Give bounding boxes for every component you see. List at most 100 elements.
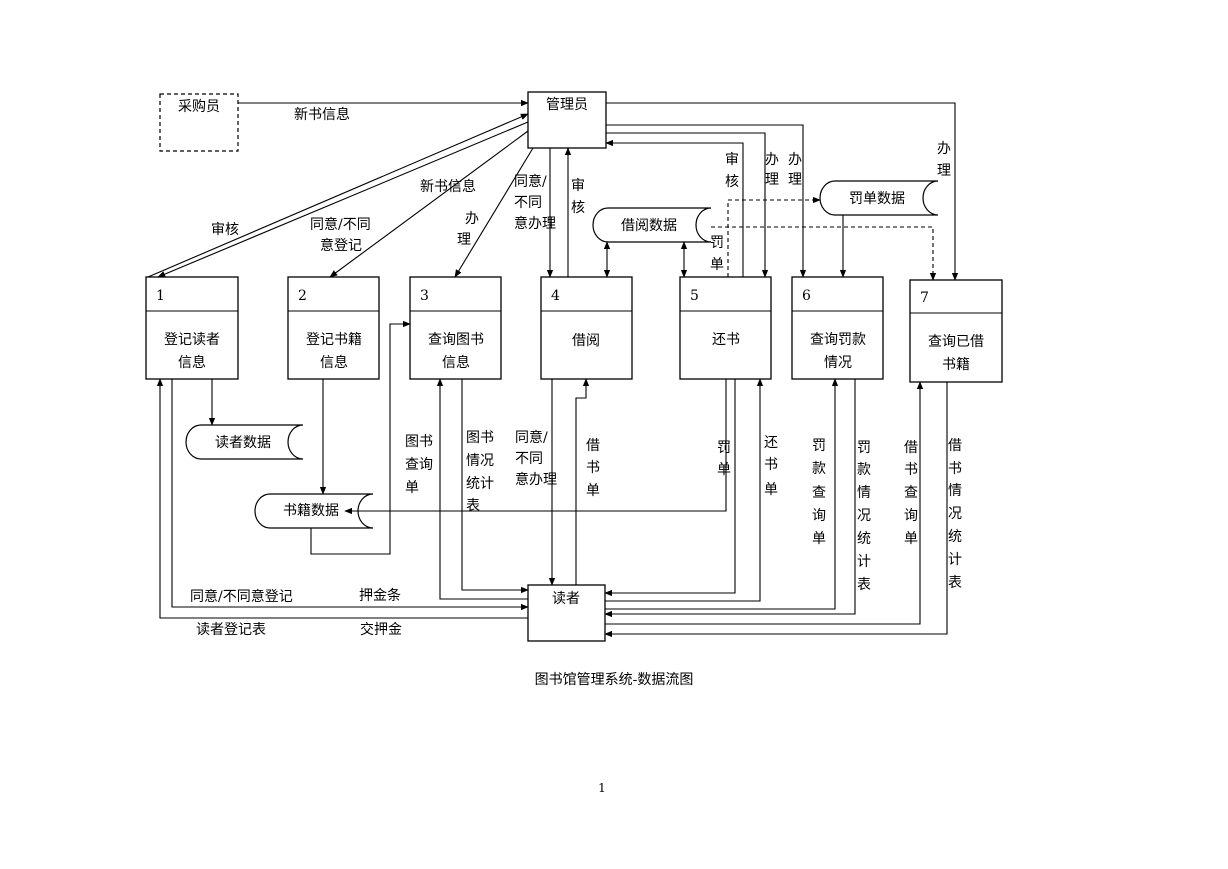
label-handle-p5-b: 理 (765, 172, 779, 188)
label-pay-deposit: 交押金 (360, 621, 402, 638)
label-borrow-form-c: 单 (586, 483, 600, 499)
label-borrow-stats-d: 况 (948, 506, 962, 522)
label-borrow-stats-f: 计 (948, 552, 962, 568)
borrow-data-label: 借阅数据 (621, 218, 677, 234)
label-fine-stats-c: 情 (857, 485, 871, 501)
purchaser-label: 采购员 (178, 99, 220, 115)
label-borrowed-query-b: 书 (904, 462, 918, 478)
process-1-number: 1 (156, 288, 165, 304)
process-5-number: 5 (690, 288, 699, 304)
label-return-form-c: 单 (764, 482, 778, 498)
label-borrow-stats-g: 表 (948, 575, 962, 591)
label-borrowed-query-a: 借 (904, 440, 918, 456)
label-agree-register-bottom: 同意/不同意登记 (190, 588, 293, 605)
flow-labels: 新书信息 新书信息 审核 同意/不同 意登记 办 理 同意/ 不同 意办理 审 … (190, 106, 962, 638)
label-fine-ticket-top-b: 单 (710, 257, 724, 273)
label-borrow-form-a: 借 (586, 438, 600, 454)
process-6-title-line2: 情况 (824, 355, 852, 371)
process-1: 1 登记读者 信息 (145, 276, 239, 380)
label-borrowed-query-d: 询 (904, 508, 918, 524)
manager-label: 管理员 (546, 97, 588, 113)
label-book-stats-line4: 表 (466, 498, 480, 514)
process-3-title-line2: 信息 (442, 354, 470, 371)
label-fine-stats-e: 统 (857, 531, 871, 547)
label-agree-handle-lower-line3: 意办理 (515, 471, 557, 488)
label-book-query-form-line1: 图书 (405, 434, 433, 450)
process-4-title-line1: 借阅 (572, 333, 600, 349)
process-7-title-line2: 书籍 (942, 356, 970, 373)
process-6-number: 6 (802, 288, 811, 304)
label-fine-ticket-lower-b: 单 (717, 462, 731, 478)
process-7: 7 查询已借 书籍 (909, 279, 1003, 383)
process-2-title-line2: 信息 (320, 354, 348, 371)
label-handle-p7-a: 办 (937, 141, 951, 157)
process-2-number: 2 (298, 288, 307, 304)
label-fine-stats-d: 况 (857, 508, 871, 524)
label-audit-p5-b: 核 (725, 174, 739, 190)
label-new-book-info-2: 新书信息 (420, 178, 476, 195)
label-handle-p3-a: 办 (465, 211, 479, 227)
label-fine-stats-f: 计 (857, 554, 871, 570)
label-agree-register-line2: 意登记 (320, 237, 362, 254)
flow-lines (147, 99, 959, 638)
reader-label: 读者 (552, 590, 580, 607)
label-agree-handle-p4-line2: 不同 (514, 195, 542, 211)
label-borrow-stats-e: 统 (948, 529, 962, 545)
label-borrow-stats-c: 情 (948, 483, 962, 499)
process-5-title-line1: 还书 (712, 332, 740, 348)
diagram-caption: 图书馆管理系统-数据流图 (535, 672, 694, 688)
label-fine-query-a: 罚 (812, 438, 826, 454)
label-agree-handle-p4-line1: 同意/ (514, 173, 547, 190)
label-agree-handle-p4-line3: 意办理 (514, 215, 556, 232)
book-data-store: 书籍数据 (254, 493, 374, 529)
label-reader-register-form: 读者登记表 (196, 621, 266, 638)
process-1-title-line2: 信息 (178, 354, 206, 371)
process-2-title-line1: 登记书籍 (306, 331, 362, 348)
label-return-form-b: 书 (764, 457, 778, 473)
label-handle-p7-b: 理 (937, 163, 951, 179)
borrow-data-store: 借阅数据 (592, 207, 712, 243)
process-2: 2 登记书籍 信息 (287, 276, 380, 380)
label-borrowed-query-e: 单 (904, 531, 918, 547)
label-fine-stats-a: 罚 (857, 440, 871, 456)
label-new-book-info-1: 新书信息 (294, 106, 350, 123)
label-audit-p5-a: 审 (725, 152, 739, 168)
label-fine-ticket-lower-a: 罚 (717, 440, 731, 456)
process-3: 3 查询图书 信息 (409, 276, 502, 380)
page-number: 1 (598, 781, 606, 795)
label-fine-stats-b: 款 (857, 462, 871, 478)
reader-data-label: 读者数据 (215, 434, 271, 451)
label-borrowed-query-c: 查 (904, 485, 918, 501)
label-book-stats-line3: 统计 (466, 476, 494, 492)
label-return-form-a: 还 (764, 435, 778, 451)
label-fine-stats-g: 表 (857, 577, 871, 593)
book-data-label: 书籍数据 (283, 502, 339, 519)
label-fine-query-b: 款 (812, 461, 826, 477)
label-borrow-stats-a: 借 (948, 438, 962, 454)
process-4: 4 借阅 (540, 276, 633, 380)
label-agree-handle-lower-line2: 不同 (515, 451, 543, 467)
process-7-number: 7 (920, 290, 929, 306)
process-3-number: 3 (420, 288, 429, 304)
label-book-query-form-line3: 单 (405, 480, 419, 496)
label-agree-register-line1: 同意/不同 (310, 216, 371, 233)
process-7-title-line1: 查询已借 (928, 334, 984, 350)
process-3-title-line1: 查询图书 (428, 332, 484, 348)
label-book-query-form-line2: 查询 (405, 457, 433, 473)
label-agree-handle-lower-line1: 同意/ (515, 429, 548, 446)
process-5: 5 还书 (679, 276, 772, 380)
fine-data-store: 罚单数据 (819, 180, 939, 216)
process-6: 6 查询罚款 情况 (791, 276, 884, 380)
label-audit-p4-a: 审 (571, 178, 585, 194)
label-deposit-slip: 押金条 (359, 587, 401, 604)
label-fine-ticket-top-a: 罚 (710, 235, 724, 251)
label-handle-p6-b: 理 (788, 172, 802, 188)
label-handle-p3-b: 理 (457, 232, 471, 248)
label-fine-query-e: 单 (812, 531, 826, 547)
manager-entity: 管理员 (527, 91, 607, 149)
label-book-stats-line1: 图书 (466, 430, 494, 446)
process-1-title-line1: 登记读者 (164, 331, 220, 348)
label-book-stats-line2: 情况 (466, 453, 494, 469)
label-fine-query-c: 查 (812, 485, 826, 501)
